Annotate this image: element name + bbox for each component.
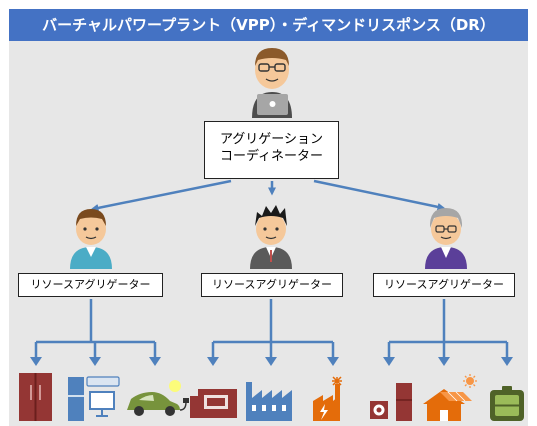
coordinator-box: アグリゲーション コーディネーター [204,121,339,179]
solar-house-icon [423,374,477,421]
air-conditioner-icon [68,376,120,421]
heat-pump-icon [370,383,412,421]
person-laptop-icon [252,48,292,118]
coordinator-label-line1: アグリゲーション [219,132,324,147]
aggregator-box: リソースアグリゲーター [373,273,515,297]
person-gray-hair-icon [425,208,467,269]
person-spiky-hair-icon [250,205,292,269]
battery-icon [490,386,524,421]
coordinator-arrows [90,179,446,212]
page-title: バーチャルパワープラント（VPP）・ディマンドリスポンス（DR） [9,9,528,41]
generator-icon [190,389,237,418]
refrigerator-icon [19,373,52,421]
factory-icon [246,382,292,421]
resource-connectors [34,299,509,358]
power-plant-icon [313,376,342,421]
aggregator-box: リソースアグリゲーター [201,273,343,297]
coordinator-label-line2: コーディネーター [219,149,324,164]
resource-arrowheads [30,357,513,366]
electric-car-icon [127,380,189,416]
person-teal-icon [70,209,112,269]
aggregator-box: リソースアグリゲーター [18,273,163,297]
